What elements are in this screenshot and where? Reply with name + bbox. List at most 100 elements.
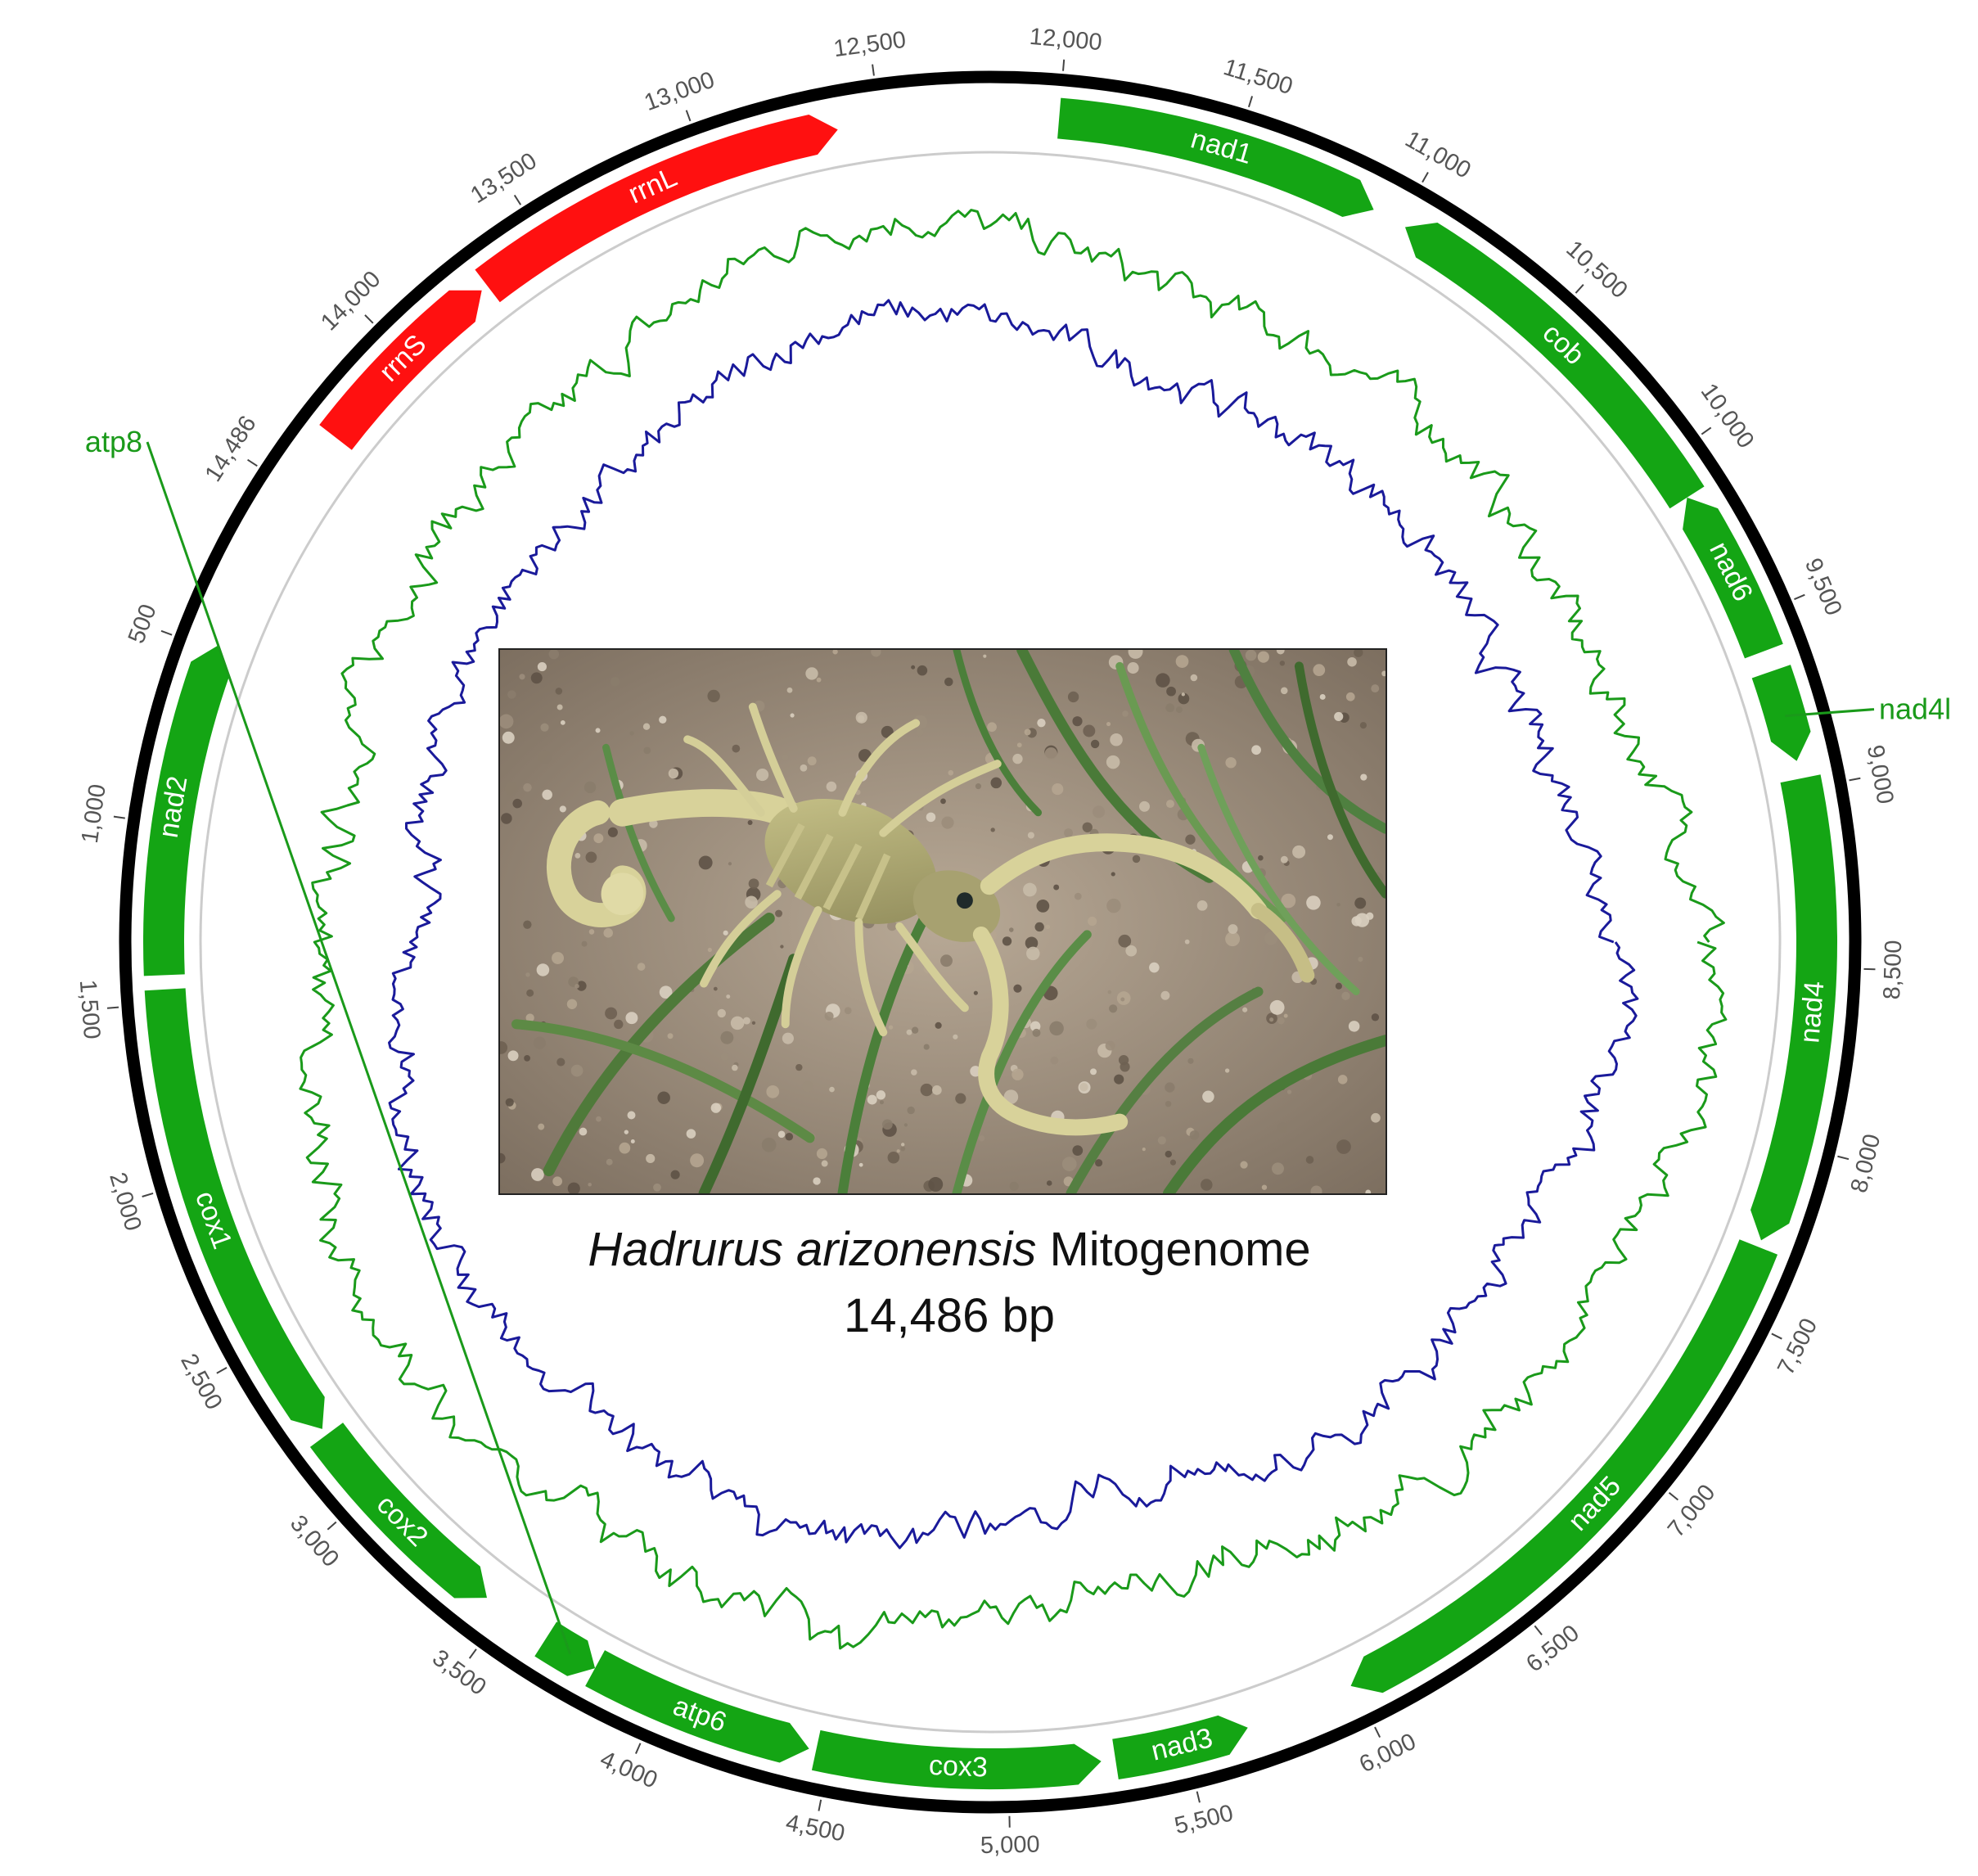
pebble (1269, 1017, 1274, 1022)
callout-line-nad4l (1785, 708, 1875, 718)
pebble (668, 768, 679, 779)
pebble (1354, 913, 1370, 927)
pebble (627, 1111, 636, 1120)
pebble (507, 1050, 519, 1062)
pebble (1003, 1089, 1019, 1104)
gene-arrow-nad4l (1751, 665, 1811, 761)
pebble (1030, 1021, 1041, 1032)
pebble (973, 990, 978, 995)
pebble (713, 986, 718, 991)
pebble (782, 1032, 794, 1044)
outer-black-ring (119, 70, 1862, 1814)
pebble (813, 1177, 821, 1185)
pebble (1106, 898, 1121, 913)
pebble (1139, 800, 1150, 812)
pebble (941, 816, 954, 829)
pebble (500, 714, 514, 729)
pebble (1036, 900, 1050, 913)
pebble (887, 921, 898, 931)
scale-tick-mark (160, 629, 173, 636)
pebble (1120, 1062, 1130, 1072)
pebble (1347, 656, 1357, 667)
pebble (1345, 692, 1355, 701)
pebble (1160, 990, 1170, 1000)
pebble (1128, 650, 1143, 659)
gene-arrow-nad3 (1112, 1715, 1248, 1780)
pebble (1120, 997, 1125, 1002)
pebble (566, 999, 578, 1009)
pebble (1037, 718, 1046, 728)
pebble (606, 1158, 613, 1166)
pebble (526, 989, 534, 997)
pebble (1079, 1083, 1088, 1092)
pebble (926, 812, 936, 823)
pebble (1109, 1004, 1118, 1013)
pebble (619, 1142, 631, 1154)
pebble (657, 1091, 670, 1104)
pebble (1002, 936, 1012, 946)
pebble (1045, 924, 1051, 930)
pebble (777, 1130, 786, 1139)
pebble (1090, 1068, 1097, 1076)
pebble (911, 665, 916, 670)
pebble (555, 688, 563, 695)
gene-arrow-nad6 (1683, 497, 1783, 659)
pebble (1009, 927, 1014, 932)
pebble (1185, 834, 1196, 845)
pebble (775, 909, 783, 918)
pebble (1107, 990, 1112, 994)
pebble (1114, 1074, 1124, 1085)
pebble (1165, 1082, 1175, 1093)
pebble (730, 1016, 745, 1030)
pebble (1371, 1112, 1381, 1123)
pebble (928, 1177, 944, 1192)
scale-tick-label: 12,000 (1029, 24, 1103, 56)
scale-tick-label: 1,500 (74, 979, 105, 1040)
pebble (559, 805, 566, 813)
pebble (944, 677, 953, 687)
pebble (1106, 721, 1111, 727)
pebble (585, 851, 597, 864)
pebble (1024, 728, 1031, 736)
pebble (552, 952, 565, 964)
map-title: Hadrurus arizonensis Mitogenome (588, 1223, 1310, 1276)
scale-tick-mark (818, 1799, 822, 1811)
pebble (858, 1162, 863, 1167)
scale-tick-label: 3,000 (285, 1510, 344, 1572)
pebble (1319, 693, 1326, 700)
scale-tick-mark (327, 1521, 337, 1531)
pebble (607, 827, 618, 837)
pebble (1110, 733, 1123, 746)
pebble (1371, 1013, 1380, 1021)
pebble (1105, 1040, 1115, 1051)
scale-tick-mark (1247, 96, 1254, 108)
pebble (552, 1176, 563, 1187)
pebble (800, 764, 808, 772)
scale-tick-label: 1,000 (77, 782, 111, 845)
pebble (1125, 945, 1138, 957)
pebble (1240, 1161, 1248, 1169)
pebble (1165, 1150, 1172, 1158)
pebble (574, 984, 579, 989)
gene-arrow-cox2 (309, 1423, 488, 1599)
pebble (1165, 800, 1174, 809)
pebble (832, 650, 838, 655)
pebble (1142, 1148, 1146, 1152)
pebble (879, 1100, 884, 1105)
pebble (1196, 900, 1208, 911)
scale-tick-mark (247, 458, 258, 467)
pebble (698, 855, 713, 870)
pebble (570, 1064, 583, 1077)
scale-tick-mark (1374, 1726, 1381, 1738)
pebble (1127, 662, 1139, 674)
pebble (667, 1033, 674, 1039)
scale-tick-mark (1837, 1155, 1850, 1161)
scale-tick-mark (513, 194, 522, 205)
pebble (1122, 710, 1129, 717)
pebble (742, 1017, 750, 1025)
scale-tick-mark (1668, 1491, 1679, 1501)
pebble (780, 945, 784, 949)
pebble (1166, 686, 1176, 697)
pebble (1157, 1136, 1166, 1145)
